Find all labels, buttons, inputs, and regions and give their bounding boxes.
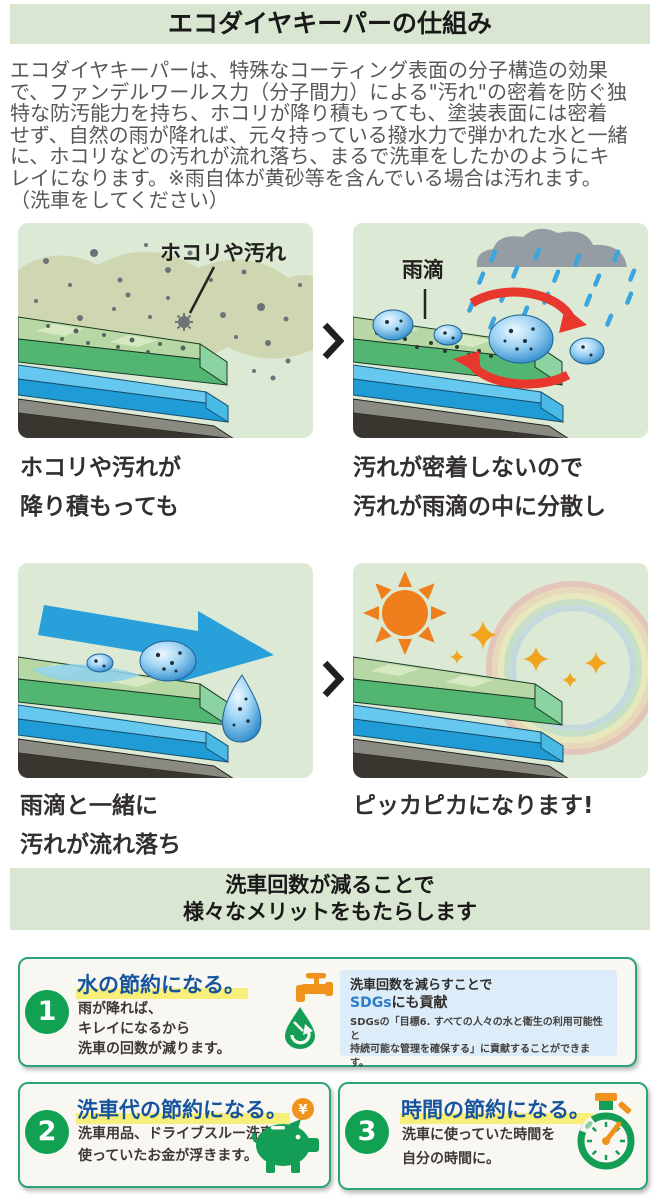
dust-particles [34, 243, 302, 381]
rain-cloud-icon [476, 228, 627, 267]
number-badge: 1 [25, 990, 69, 1034]
merit-band-title: 洗車回数が減ることで 様々なメリットをもたらします [10, 868, 650, 930]
merit-title-money: 洗車代の節約になる。 [76, 1094, 290, 1124]
dust-label: ホコリや汚れ [160, 241, 286, 265]
page-title: エコダイヤキーパーの仕組み [10, 4, 650, 44]
shiny-illustration [353, 571, 648, 778]
number-badge: 2 [25, 1110, 69, 1154]
merit-card-money: 2 洗車代の節約になる。 洗車用品、ドライブスルー洗車に 使っていたお金が浮きま… [18, 1082, 331, 1188]
merit-body-water: 雨が降れば、 キレイになるから 洗車の回数が減ります。 [78, 1001, 231, 1057]
arrow-head-1 [559, 307, 587, 333]
coated-surface [353, 656, 570, 778]
merit-body-time: 洗車に使っていた時間を 自分の時間に。 [402, 1127, 556, 1167]
panel-flow [18, 563, 313, 778]
sdgs-note: SDGsの「目標6. すべての人々の水と衛生の利用可能性と 持続可能な管理を確保… [350, 1017, 603, 1069]
faucet-icon [296, 973, 333, 1002]
sun-icon [363, 571, 447, 655]
raindrop-label: 雨滴 [402, 258, 444, 282]
intro-paragraph: エコダイヤキーパーは、特殊なコーティング表面の分子構造の効果 で、ファンデルワー… [10, 58, 628, 212]
arrow-head-2 [453, 351, 481, 375]
sdgs-line1: 洗車回数を減らすことで [350, 978, 493, 993]
caption-flow: 雨滴と一緒に 汚れが流れ落ち [20, 793, 181, 858]
flow-illustration [18, 605, 274, 778]
chevron-right-icon [322, 660, 344, 698]
merit-body-money: 洗車用品、ドライブスルー洗車に 使っていたお金が浮きます。 [78, 1126, 288, 1164]
chevron-right-icon [322, 322, 344, 360]
water-droplets [86, 640, 262, 743]
panel-rain: 雨滴 [353, 223, 648, 438]
panel-dust: ホコリや汚れ [18, 223, 313, 438]
panel-shiny [353, 563, 648, 778]
dust-ball-icon [174, 312, 194, 332]
rain-illustration [353, 228, 637, 438]
stopwatch-icon [577, 1093, 635, 1170]
water-drop-icon [285, 1007, 315, 1049]
tick-marks [587, 1122, 625, 1160]
sdgs-word: SDGs [350, 995, 392, 1011]
yen-symbol: ¥ [298, 1103, 307, 1118]
dust-illustration [18, 243, 313, 438]
sdgs-box: 洗車回数を減らすことで SDGsにも貢献 SDGsの「目標6. すべての人々の水… [340, 970, 617, 1069]
caption-dust: ホコリや汚れが 降り積もっても [20, 455, 181, 520]
dust-on-surface [46, 324, 186, 354]
water-film [32, 664, 140, 683]
rainbow-icon [486, 581, 648, 755]
merit-card-time: 3 時間の節約になる。 洗車に使っていた時間を 自分の時間に。 [338, 1082, 648, 1190]
merit-card-water: 1 水の節約になる。 雨が降れば、 キレイになるから 洗車の回数が減ります。 洗… [18, 957, 637, 1069]
caption-rain: 汚れが密着しないので 汚れが雨滴の中に分散し [353, 455, 606, 520]
label-leader-line [188, 266, 216, 314]
sdgs-line2: SDGsにも貢献 [350, 994, 607, 1013]
merit-title-water: 水の節約になる。 [76, 969, 248, 999]
caption-shiny: ピッカピカになります! [353, 793, 594, 819]
merit-title-time: 時間の節約になる。 [400, 1094, 593, 1124]
water-droplets [372, 309, 605, 365]
sdgs-line2-rest: にも貢献 [391, 995, 448, 1011]
number-badge: 3 [345, 1110, 389, 1154]
piggy-bank-icon: ¥ [251, 1098, 319, 1173]
